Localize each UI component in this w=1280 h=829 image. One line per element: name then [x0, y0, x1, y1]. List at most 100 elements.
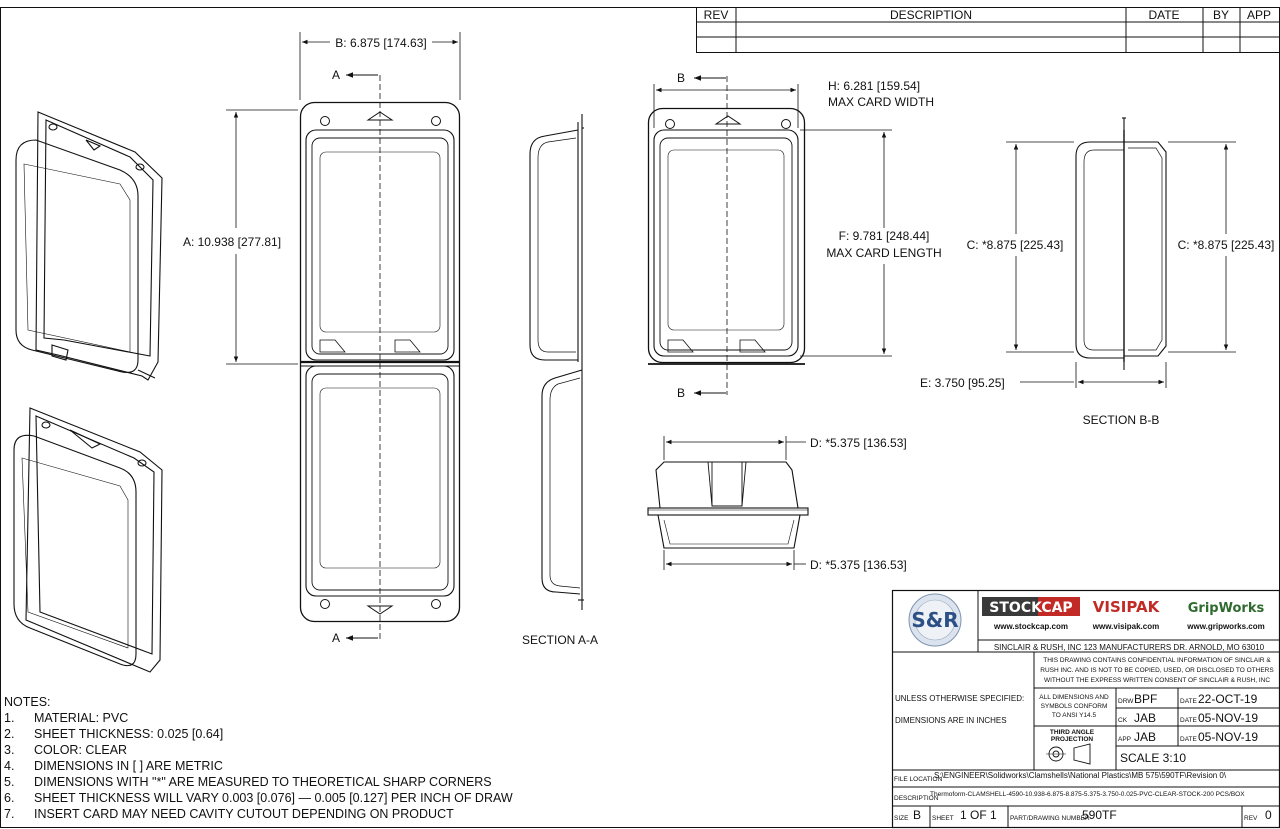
section-a-markers: A A: [332, 68, 378, 645]
note-number: 3.: [4, 743, 14, 757]
notes-list: 1. MATERIAL: PVC 2. SHEET THICKNESS: 0.0…: [4, 711, 513, 821]
section-a-bottom-label: A: [332, 631, 340, 645]
dimension-f: F: 9.781 [248.44] MAX CARD LENGTH: [800, 129, 942, 357]
dimension-e-label: E: 3.750 [95.25]: [920, 376, 1005, 390]
date-header: DATE: [1148, 8, 1179, 22]
brand-visipak-name: VISIPAK: [1093, 598, 1161, 616]
dimension-c-left-label: C: *8.875 [225.43]: [967, 238, 1064, 252]
confidential-line-1: THIS DRAWING CONTAINS CONFIDENTIAL INFOR…: [1043, 657, 1271, 664]
brand-visipak: VISIPAK www.visipak.com: [1092, 598, 1161, 631]
approval-date: 22-OCT-19: [1198, 692, 1258, 706]
note-number: 5.: [4, 775, 14, 789]
approval-date: 05-NOV-19: [1198, 730, 1258, 744]
size-label: SIZE: [894, 815, 909, 822]
approval-approved: APP JAB DATE 05-NOV-19: [1118, 730, 1258, 744]
app-header: APP: [1247, 8, 1271, 22]
notes-title: NOTES:: [4, 695, 51, 709]
description-label: DESCRIPTION: [894, 795, 939, 802]
dimension-e: E: 3.750 [95.25]: [920, 362, 1167, 390]
brand-gripworks-name: GripWorks: [1188, 601, 1265, 616]
rev-value: 0: [1265, 808, 1272, 822]
approval-by: JAB: [1134, 730, 1156, 744]
third-angle-line-2: PROJECTION: [1051, 736, 1094, 743]
dimension-b: B: 6.875 [174.63]: [299, 32, 461, 100]
rear-view: [647, 76, 806, 395]
dims-in-inches: DIMENSIONS ARE IN INCHES: [895, 716, 1007, 725]
note-number: 6.: [4, 791, 14, 805]
dimension-a-label: A: 10.938 [277.81]: [183, 235, 281, 249]
dimension-h: H: 6.281 [159.54] MAX CARD WIDTH: [653, 79, 934, 128]
dimension-a: A: 10.938 [277.81]: [183, 109, 298, 365]
revision-block: REV DESCRIPTION DATE BY APP: [696, 7, 1280, 53]
rev-header: REV: [704, 8, 729, 22]
description-value: Thermoform-CLAMSHELL-4590-10.938-6.875-8…: [930, 791, 1245, 798]
note-text: SHEET THICKNESS: 0.025 [0.64]: [34, 727, 223, 741]
note-number: 4.: [4, 759, 14, 773]
confidential-line-3: WITHOUT THE EXPRESS WRITTEN CONSENT OF S…: [1044, 677, 1270, 684]
approval-by: BPF: [1134, 692, 1157, 706]
brand-visipak-url: www.visipak.com: [1092, 622, 1159, 631]
brand-stockcap-url: www.stockcap.com: [993, 622, 1068, 631]
section-b-markers: B B: [677, 71, 726, 400]
note-text: SHEET THICKNESS WILL VARY 0.003 [0.076] …: [34, 791, 513, 805]
end-view: [647, 461, 809, 549]
brand-stockcap: STOCKCAP www.stockcap.com: [982, 597, 1080, 631]
dimension-b-label: B: 6.875 [174.63]: [335, 36, 426, 50]
sr-logo-text: S&R: [911, 608, 958, 632]
dimension-d-bottom: D: *5.375 [136.53]: [663, 550, 907, 572]
ansi-line-3: TO ANSI Y14.5: [1052, 712, 1097, 719]
file-location-label: FILE LOCATION: [894, 776, 943, 783]
approval-role: APP: [1118, 736, 1131, 743]
note-text: INSERT CARD MAY NEED CAVITY CUTOUT DEPEN…: [34, 807, 454, 821]
approval-date: 05-NOV-19: [1198, 711, 1258, 725]
file-location: S:\ENGINEER\Solidworks\Clamshells\Nation…: [934, 771, 1227, 780]
note-text: COLOR: CLEAR: [34, 743, 127, 757]
dimension-f-caption: MAX CARD LENGTH: [826, 246, 941, 260]
dimension-c-right-label: C: *8.875 [225.43]: [1178, 238, 1275, 252]
note-text: MATERIAL: PVC: [34, 711, 128, 725]
note-number: 7.: [4, 807, 14, 821]
scale-label: SCALE 3:10: [1120, 751, 1186, 765]
note-text: DIMENSIONS IN [ ] ARE METRIC: [34, 759, 223, 773]
description-header: DESCRIPTION: [890, 8, 972, 22]
brand-gripworks: GripWorks www.gripworks.com: [1186, 601, 1265, 631]
iso-view-top: [15, 111, 163, 381]
section-aa-view: [529, 114, 584, 610]
dimension-d-bottom-label: D: *5.375 [136.53]: [810, 558, 907, 572]
note-number: 2.: [4, 727, 14, 741]
ansi-line-2: SYMBOLS CONFORM: [1041, 703, 1108, 710]
section-aa-label: SECTION A-A: [522, 633, 598, 647]
brand-gripworks-url: www.gripworks.com: [1186, 622, 1265, 631]
sr-logo: S&R: [908, 593, 962, 647]
by-header: BY: [1213, 8, 1229, 22]
dimension-f-label: F: 9.781 [248.44]: [839, 229, 930, 243]
approval-date-label: DATE: [1180, 698, 1198, 705]
ansi-line-1: ALL DIMENSIONS AND: [1039, 694, 1109, 701]
note-text: DIMENSIONS WITH "*" ARE MEASURED TO THEO…: [34, 775, 492, 789]
dimension-c-left: C: *8.875 [225.43]: [967, 141, 1074, 353]
section-bb-view: [1075, 117, 1167, 370]
dimension-d-top: D: *5.375 [136.53]: [663, 436, 907, 460]
brand-stockcap-name: STOCKCAP: [989, 600, 1072, 616]
sheet-label: SHEET: [932, 815, 954, 822]
approval-role: CK: [1118, 717, 1128, 724]
approval-drawn: DRW BPF DATE 22-OCT-19: [1118, 692, 1258, 706]
iso-view-bottom: [13, 407, 163, 673]
front-view: [299, 75, 461, 640]
unless-specified: UNLESS OTHERWISE SPECIFIED:: [895, 694, 1024, 703]
dimension-h-label: H: 6.281 [159.54]: [828, 79, 920, 93]
size-value: B: [913, 808, 921, 822]
approval-by: JAB: [1134, 711, 1156, 725]
third-angle-line-1: THIRD ANGLE: [1050, 729, 1095, 736]
third-angle-projection-icon: [1046, 743, 1091, 765]
section-a-top-label: A: [332, 68, 340, 82]
title-block: S&R STOCKCAP www.stockcap.com VISIPAK ww…: [891, 589, 1280, 829]
approval-checked: CK JAB DATE 05-NOV-19: [1118, 711, 1258, 725]
section-b-top-label: B: [677, 71, 685, 85]
company-address: SINCLAIR & RUSH, INC 123 MANUFACTURERS D…: [994, 643, 1265, 652]
rev-label: REV: [1244, 815, 1258, 822]
approval-date-label: DATE: [1180, 736, 1198, 743]
approval-date-label: DATE: [1180, 717, 1198, 724]
dimension-h-caption: MAX CARD WIDTH: [828, 95, 934, 109]
